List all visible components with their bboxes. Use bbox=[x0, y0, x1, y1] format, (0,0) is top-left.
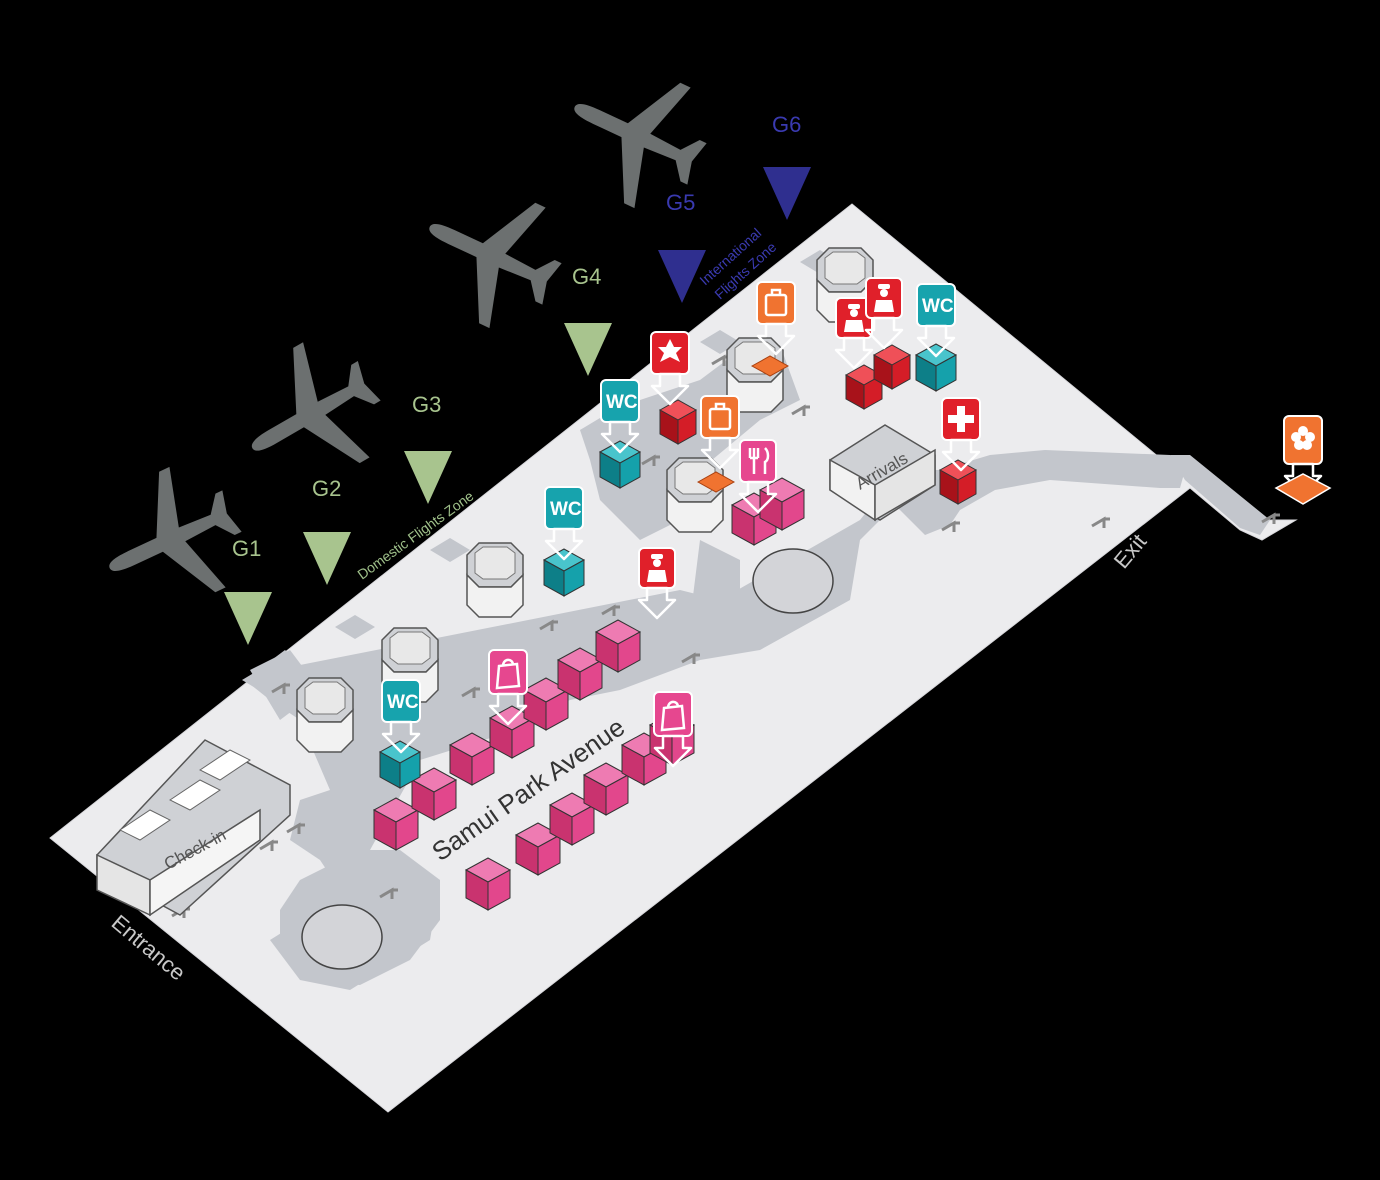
shop-marker[interactable] bbox=[488, 649, 528, 726]
baggage-icon bbox=[708, 402, 732, 431]
wc-icon: WC bbox=[550, 499, 582, 520]
gate-g3-label: G3 bbox=[412, 392, 441, 417]
medical-marker[interactable] bbox=[941, 397, 981, 472]
gate-g4-label: G4 bbox=[572, 264, 601, 289]
security-marker[interactable] bbox=[637, 547, 677, 620]
wc-marker[interactable]: WC bbox=[381, 679, 421, 754]
security-officer-icon bbox=[874, 284, 894, 312]
wc-marker[interactable]: WC bbox=[600, 379, 640, 454]
gate-g5-label: G5 bbox=[666, 190, 695, 215]
wc-marker[interactable]: WC bbox=[916, 283, 956, 358]
security-officer-icon bbox=[844, 304, 864, 332]
plane-icon bbox=[219, 323, 403, 506]
wc-icon: WC bbox=[387, 692, 419, 713]
gate-g6-label: G6 bbox=[772, 112, 801, 137]
wc-icon: WC bbox=[606, 392, 638, 413]
security-marker[interactable] bbox=[834, 297, 874, 370]
info-marker[interactable] bbox=[1274, 415, 1332, 505]
wc-marker[interactable]: WC bbox=[544, 486, 584, 561]
check-in-building: Check-in bbox=[96, 739, 291, 917]
arrivals-building: Arrivals bbox=[829, 424, 936, 522]
police-star-icon bbox=[658, 339, 682, 362]
plane-icon bbox=[401, 166, 581, 345]
gate-lounge-3 bbox=[466, 542, 524, 618]
shopping-bag-icon bbox=[660, 700, 686, 732]
baggage-carousels bbox=[696, 355, 790, 493]
shop-marker[interactable] bbox=[653, 691, 693, 768]
shopping-bag-icon bbox=[495, 658, 521, 690]
police-marker[interactable] bbox=[650, 331, 690, 406]
security-officer-icon bbox=[647, 554, 667, 582]
security-marker[interactable] bbox=[864, 277, 904, 350]
baggage-icon bbox=[764, 288, 788, 317]
gate-g1-label: G1 bbox=[232, 536, 261, 561]
roundabout-1 bbox=[301, 904, 383, 970]
medical-cross-icon bbox=[948, 406, 974, 432]
roundabout-2 bbox=[752, 548, 834, 614]
wc-icon: WC bbox=[922, 296, 954, 317]
food-marker[interactable] bbox=[738, 439, 778, 514]
baggage-marker[interactable] bbox=[756, 281, 796, 356]
gate-g2-label: G2 bbox=[312, 476, 341, 501]
flower-info-icon bbox=[1291, 426, 1315, 450]
food-icon bbox=[748, 447, 770, 474]
gate-markers bbox=[224, 167, 811, 645]
baggage-marker[interactable] bbox=[700, 395, 740, 470]
plane-icon bbox=[546, 46, 726, 225]
gate-lounge-1 bbox=[296, 677, 354, 753]
gate-lounge-4 bbox=[666, 457, 724, 533]
